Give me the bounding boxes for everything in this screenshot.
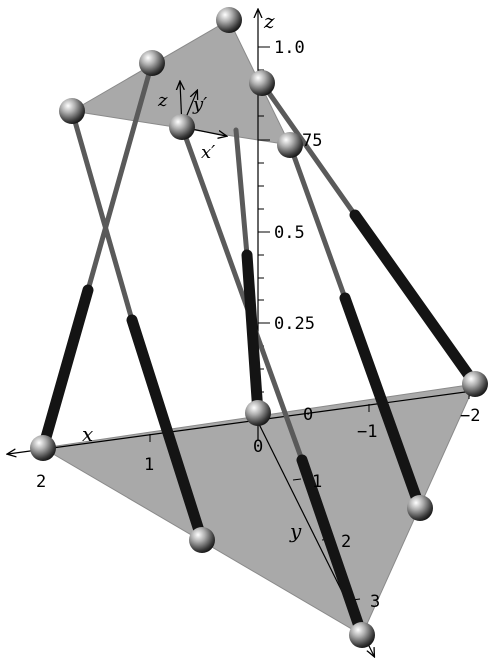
- base-joint-6: [349, 622, 375, 648]
- y-tick-label-3: 3: [370, 592, 380, 612]
- leg-1: [69, 108, 208, 546]
- y-tick-label-1: 1: [312, 472, 322, 492]
- leg-3: [179, 124, 368, 641]
- neg-tick-label-minus2: −2: [460, 406, 480, 426]
- platform-z-label: z: [157, 90, 168, 111]
- z-tick-label-1: 1.0: [274, 38, 305, 58]
- leg-6: [259, 80, 481, 390]
- legs: [37, 60, 481, 641]
- leg-2: [37, 60, 155, 454]
- top-joint-4: [249, 70, 275, 96]
- top-joint-5: [169, 114, 195, 140]
- x-tick-label-0: 0: [253, 437, 263, 457]
- base-joint-1: [30, 435, 56, 461]
- top-joint-3: [59, 98, 85, 124]
- z-tick-label-4: 0.25: [274, 314, 315, 334]
- base-joint-2: [245, 400, 271, 426]
- top-joint-1: [216, 7, 242, 33]
- top-joint-6: [277, 132, 303, 158]
- top-joint-2: [139, 50, 165, 76]
- x-tick-label-2: 2: [36, 472, 46, 492]
- platform-y-label: y′: [192, 94, 207, 115]
- base-joint-5: [407, 495, 433, 521]
- platform-axis-labels: z y′ x′: [157, 90, 215, 163]
- z-axis-label: z: [263, 9, 275, 33]
- leg-5: [287, 142, 426, 514]
- neg-tick-label-0: 0: [303, 405, 313, 425]
- platform-x-label: x′: [201, 142, 215, 163]
- base-axis-labels: 2 1 0 0 −1 −2 1 2 3 x y z: [36, 9, 480, 612]
- base-x-axis: [8, 389, 481, 454]
- base-joint-4: [189, 527, 215, 553]
- leg-4: [233, 127, 264, 419]
- y-tick-label-2: 2: [341, 532, 351, 552]
- joints: [30, 7, 488, 648]
- x-axis-label: x: [82, 422, 93, 446]
- z-tick-label-3: 0.5: [274, 223, 305, 243]
- base-joint-3: [462, 371, 488, 397]
- neg-tick-label-minus1: −1: [357, 422, 377, 442]
- z-axis-labels: 1.0 75 0.5 0.25: [274, 38, 322, 334]
- x-tick-label-1: 1: [144, 455, 154, 475]
- y-axis-label: y: [289, 519, 302, 543]
- z-tick-label-2: 75: [302, 131, 322, 151]
